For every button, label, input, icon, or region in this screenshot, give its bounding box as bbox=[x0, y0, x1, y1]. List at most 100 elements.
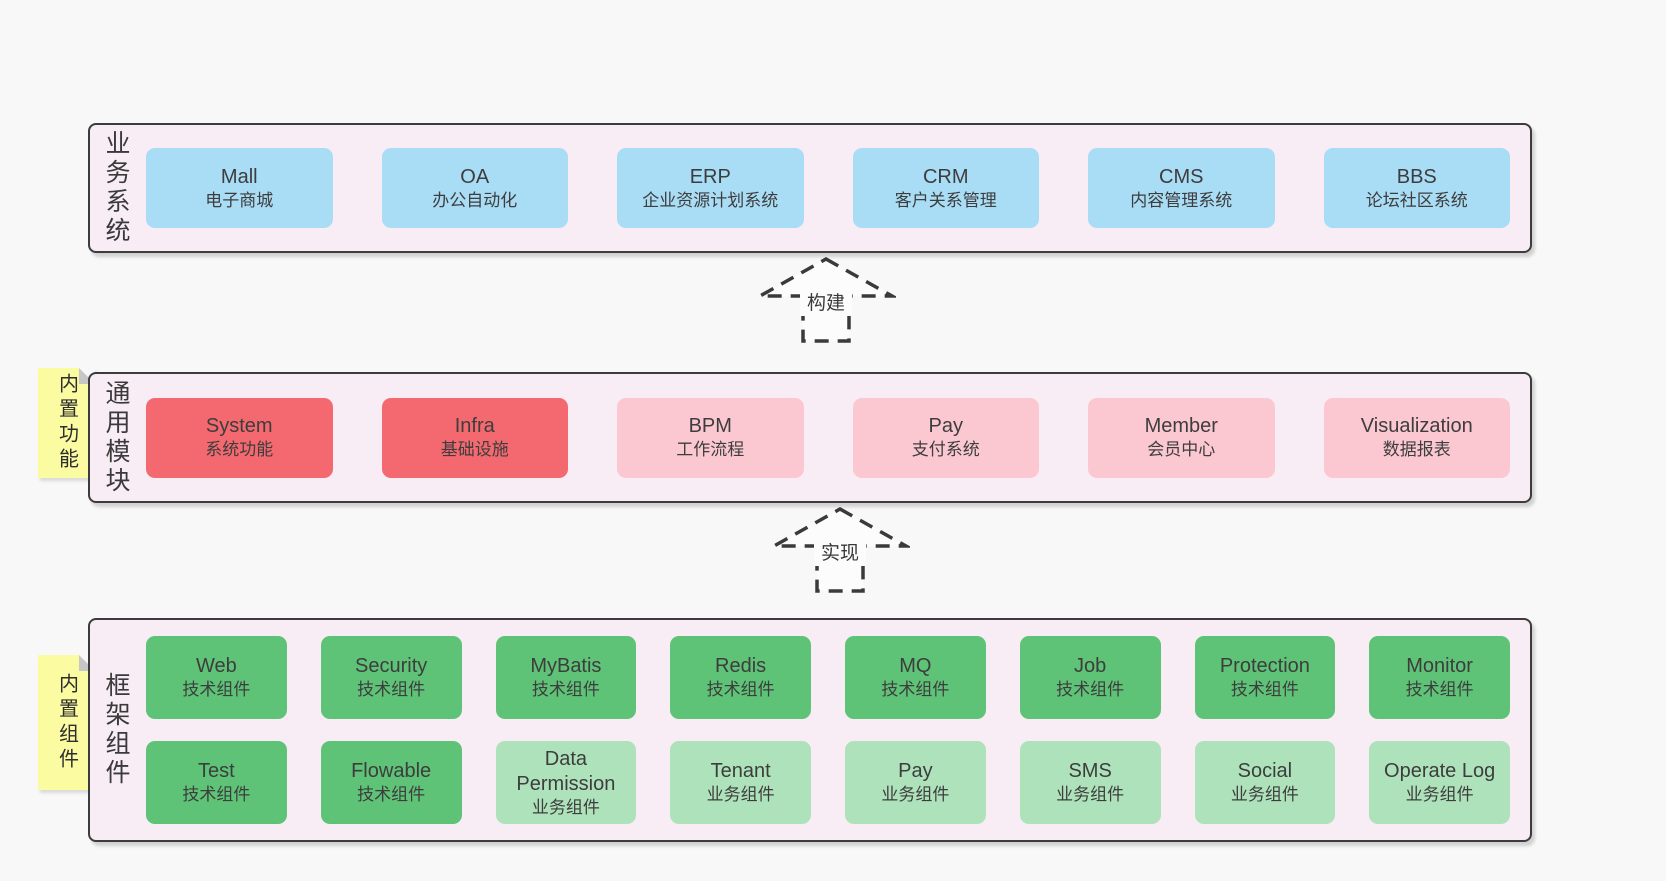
box-title: Member bbox=[1144, 415, 1218, 438]
box-title: Protection bbox=[1219, 655, 1310, 678]
box-mybatis: MyBatis 技术组件 bbox=[495, 636, 637, 719]
sticky-note-label: 内置组件 bbox=[55, 672, 78, 773]
box-title: MyBatis bbox=[530, 655, 602, 678]
box-title: Data Permission bbox=[516, 747, 616, 795]
box-title: Web bbox=[195, 655, 237, 678]
box-test: Test 技术组件 bbox=[146, 741, 287, 824]
box-subtitle: 业务组件 bbox=[706, 785, 775, 805]
box-subtitle: 技术组件 bbox=[706, 680, 775, 700]
box-subtitle: 技术组件 bbox=[1405, 680, 1474, 700]
box-erp: ERP 企业资源计划系统 bbox=[617, 148, 804, 228]
box-subtitle: 电子商城 bbox=[205, 190, 274, 210]
box-monitor: Monitor 技术组件 bbox=[1369, 636, 1510, 719]
arrow-implement-label: 实现 bbox=[821, 542, 859, 564]
box-subtitle: 工作流程 bbox=[676, 440, 745, 460]
box-subtitle: 会员中心 bbox=[1147, 440, 1216, 460]
sticky-note-builtin-features: 内置功能 bbox=[38, 368, 95, 478]
box-title: BPM bbox=[688, 415, 732, 438]
panel-label-framework: 框架组件 bbox=[102, 672, 130, 788]
box-subtitle: 技术组件 bbox=[1230, 680, 1299, 700]
box-subtitle: 办公自动化 bbox=[432, 190, 518, 210]
box-crm: CRM 客户关系管理 bbox=[852, 148, 1039, 228]
box-subtitle: 企业资源计划系统 bbox=[642, 190, 779, 210]
business-systems-panel: 业务系统 Mall 电子商城 OA 办公自动化 ERP 企业资源计划系统 CRM… bbox=[88, 123, 1532, 253]
box-subtitle: 支付系统 bbox=[911, 440, 980, 460]
box-title: OA bbox=[460, 165, 490, 188]
box-title: Pay bbox=[928, 415, 963, 438]
box-title: Monitor bbox=[1406, 655, 1473, 678]
box-member: Member 会员中心 bbox=[1088, 397, 1275, 478]
panel-label-business: 业务系统 bbox=[102, 130, 130, 246]
up-arrow-implement-icon: 实现 bbox=[770, 506, 910, 593]
box-subtitle: 客户关系管理 bbox=[894, 190, 997, 210]
box-title: Operate Log bbox=[1384, 760, 1496, 783]
box-title: CMS bbox=[1159, 165, 1204, 188]
box-title: Infra bbox=[454, 415, 495, 438]
box-pay-component: Pay 业务组件 bbox=[845, 741, 986, 824]
box-subtitle: 数据报表 bbox=[1382, 440, 1451, 460]
box-social: Social 业务组件 bbox=[1194, 741, 1336, 824]
box-oa: OA 办公自动化 bbox=[381, 148, 568, 228]
box-subtitle: 论坛社区系统 bbox=[1365, 190, 1468, 210]
box-subtitle: 技术组件 bbox=[1056, 680, 1125, 700]
box-title: Visualization bbox=[1360, 415, 1473, 438]
sticky-note-label: 内置功能 bbox=[55, 373, 78, 473]
box-pay-system: Pay 支付系统 bbox=[852, 397, 1039, 478]
framework-boxes-row-1: Web 技术组件 Security 技术组件 MyBatis 技术组件 Redi… bbox=[146, 636, 1510, 719]
module-boxes-row: System 系统功能 Infra 基础设施 BPM 工作流程 Pay 支付系统… bbox=[146, 397, 1510, 478]
box-title: Security bbox=[355, 655, 428, 678]
box-operate-log: Operate Log 业务组件 bbox=[1369, 741, 1510, 824]
box-subtitle: 业务组件 bbox=[881, 785, 950, 805]
box-sms: SMS 业务组件 bbox=[1019, 741, 1161, 824]
box-title: MQ bbox=[899, 655, 932, 678]
box-system: System 系统功能 bbox=[146, 397, 333, 478]
box-title: Redis bbox=[715, 655, 767, 678]
arrow-build-label: 构建 bbox=[807, 292, 845, 314]
box-title: Flowable bbox=[351, 760, 432, 783]
box-title: CRM bbox=[922, 165, 969, 188]
box-job: Job 技术组件 bbox=[1019, 636, 1161, 719]
box-cms: CMS 内容管理系统 bbox=[1088, 148, 1275, 228]
box-redis: Redis 技术组件 bbox=[670, 636, 811, 719]
panel-label-modules: 通用模块 bbox=[102, 379, 130, 496]
box-title: ERP bbox=[689, 165, 731, 188]
box-subtitle: 技术组件 bbox=[881, 680, 950, 700]
box-subtitle: 业务组件 bbox=[531, 797, 600, 817]
box-mq: MQ 技术组件 bbox=[845, 636, 986, 719]
box-subtitle: 技术组件 bbox=[357, 680, 426, 700]
box-subtitle: 技术组件 bbox=[182, 680, 251, 700]
box-subtitle: 技术组件 bbox=[182, 785, 251, 805]
common-modules-panel: 通用模块 System 系统功能 Infra 基础设施 BPM 工作流程 Pay… bbox=[88, 372, 1532, 503]
box-security: Security 技术组件 bbox=[320, 636, 462, 719]
box-title: SMS bbox=[1068, 760, 1112, 783]
box-title: BBS bbox=[1396, 165, 1437, 188]
box-flowable: Flowable 技术组件 bbox=[320, 741, 462, 824]
box-subtitle: 基础设施 bbox=[440, 440, 509, 460]
box-title: Mall bbox=[220, 165, 258, 188]
box-bpm: BPM 工作流程 bbox=[617, 397, 804, 478]
box-title: System bbox=[205, 415, 273, 438]
business-boxes-row: Mall 电子商城 OA 办公自动化 ERP 企业资源计划系统 CRM 客户关系… bbox=[146, 148, 1510, 228]
box-subtitle: 系统功能 bbox=[205, 440, 274, 460]
box-subtitle: 内容管理系统 bbox=[1130, 190, 1233, 210]
box-mall: Mall 电子商城 bbox=[146, 148, 333, 228]
box-title: Tenant bbox=[710, 760, 771, 783]
box-data-permission: Data Permission 业务组件 bbox=[495, 741, 637, 824]
up-arrow-build-icon: 构建 bbox=[756, 256, 896, 343]
box-infra: Infra 基础设施 bbox=[381, 397, 568, 478]
box-subtitle: 业务组件 bbox=[1056, 785, 1125, 805]
box-web: Web 技术组件 bbox=[146, 636, 287, 719]
framework-boxes-row-2: Test 技术组件 Flowable 技术组件 Data Permission … bbox=[146, 741, 1510, 824]
framework-components-panel: 框架组件 Web 技术组件 Security 技术组件 MyBatis 技术组件… bbox=[88, 618, 1532, 842]
box-subtitle: 业务组件 bbox=[1405, 785, 1474, 805]
box-title: Pay bbox=[898, 760, 933, 783]
box-title: Test bbox=[198, 760, 235, 783]
box-subtitle: 技术组件 bbox=[357, 785, 426, 805]
box-tenant: Tenant 业务组件 bbox=[670, 741, 811, 824]
box-title: Social bbox=[1237, 760, 1293, 783]
box-visualization: Visualization 数据报表 bbox=[1323, 397, 1510, 478]
box-subtitle: 技术组件 bbox=[531, 680, 600, 700]
sticky-note-builtin-components: 内置组件 bbox=[38, 655, 95, 790]
box-subtitle: 业务组件 bbox=[1230, 785, 1299, 805]
